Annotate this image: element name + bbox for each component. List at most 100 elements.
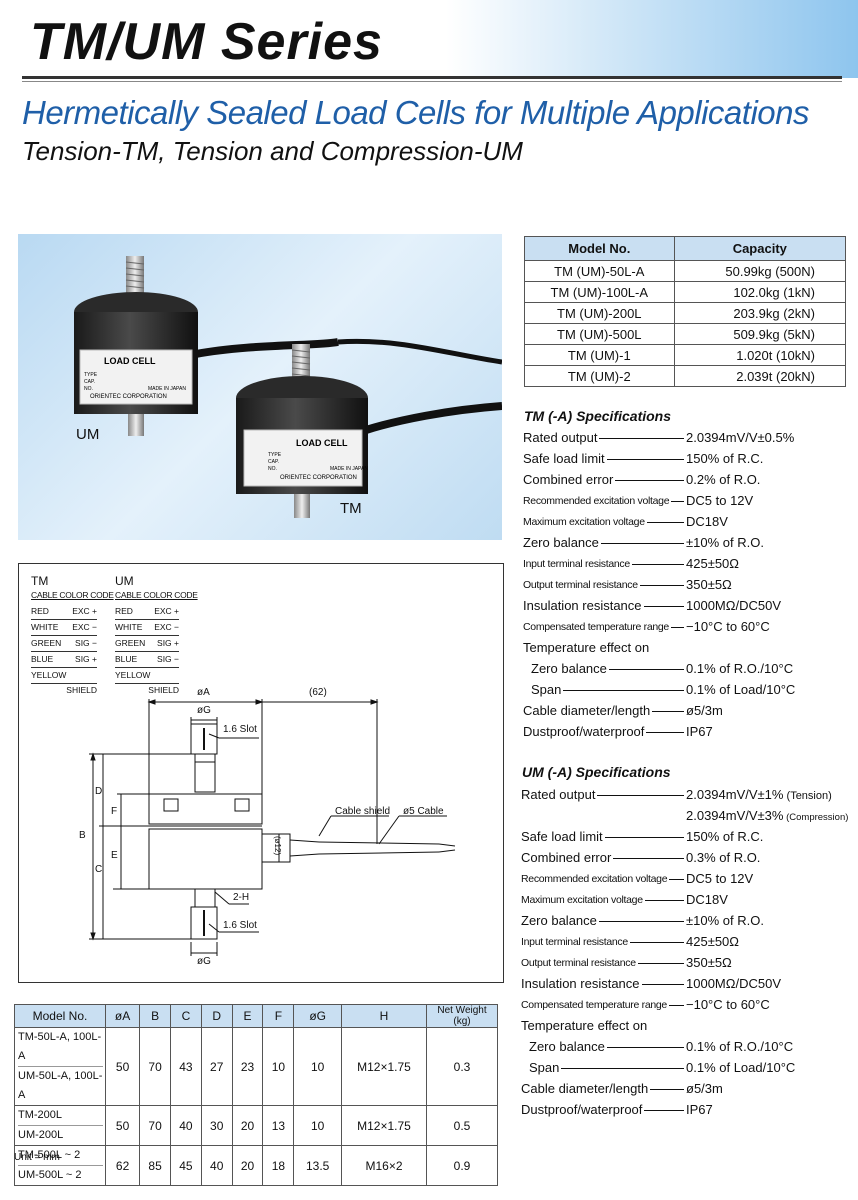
dim-label-c: C: [95, 864, 103, 875]
capacity-cell: 102.0kg (1kN): [673, 281, 847, 303]
value-cell: 20: [231, 1145, 264, 1186]
um-specs-heading: UM (-A) Specifications: [522, 764, 671, 780]
um-no-field: NO.: [84, 386, 93, 392]
spec-label: Combined error: [523, 470, 616, 490]
um-label-text: LOAD CELL: [104, 356, 156, 366]
spec-label: Dustproof/waterproof: [523, 722, 647, 742]
spec-label: Safe load limit: [523, 449, 607, 469]
spec-value: ±10% of R.O.: [686, 913, 764, 928]
dim-label-a: øA: [197, 687, 210, 698]
capacity-cell: 1.020t (10kN): [673, 344, 847, 366]
spec-value: 0.1% of Load/10°C: [686, 1060, 796, 1075]
col-weight: Net Weight (kg): [426, 1004, 498, 1028]
spec-label: Dustproof/waterproof: [521, 1100, 645, 1120]
value-cell: 0.3: [426, 1027, 498, 1106]
cable-diameter-label: ø5 Cable: [403, 806, 444, 817]
spec-label: Input terminal resistance: [521, 932, 630, 952]
spec-row: Compensated temperature range−10°C to 60…: [521, 995, 856, 1015]
leader-line: [531, 795, 684, 796]
spec-value: 2.0394mV/V±3% (Compression): [686, 808, 849, 823]
model-name: UM-500L ~ 2: [18, 1169, 82, 1181]
spec-label: Cable diameter/length: [521, 1079, 651, 1099]
spec-note: (Tension): [783, 790, 832, 802]
spec-value: 0.2% of R.O.: [686, 472, 761, 487]
model-cell: TM (UM)-200L: [524, 302, 675, 324]
um-maker: ORIENTEC CORPORATION: [90, 394, 167, 400]
tm-label-text: LOAD CELL: [296, 438, 348, 448]
spec-row: 2.0394mV/V±3% (Compression): [521, 806, 856, 826]
um-code-subtitle: CABLE COLOR CODE: [115, 590, 198, 600]
model-name: TM-200L: [18, 1106, 103, 1126]
leader-line: [533, 543, 684, 544]
spec-row: Temperature effect on: [523, 638, 856, 658]
spec-value: 1000MΩ/DC50V: [686, 976, 781, 991]
value-cell: 13: [262, 1105, 295, 1146]
load-cell-illustration: LOAD CELL TYPE CAP. NO. MADE IN JAPAN OR…: [74, 256, 502, 518]
value-cell: M12×1.75: [341, 1105, 427, 1146]
spec-row: Temperature effect on: [521, 1016, 856, 1036]
spec-label: Span: [529, 1058, 562, 1078]
spec-value: 2.0394mV/V±1% (Tension): [686, 787, 832, 802]
um-made-in: MADE IN JAPAN: [148, 386, 186, 392]
leader-line: [531, 921, 684, 922]
spec-value: ±10% of R.O.: [686, 535, 764, 550]
spec-value: DC18V: [686, 514, 728, 529]
col-b: B: [139, 1004, 171, 1028]
spec-row: Rated output 2.0394mV/V±1% (Tension): [521, 785, 856, 805]
spec-label: Insulation resistance: [521, 974, 642, 994]
value-cell: 30: [200, 1105, 233, 1146]
spec-value: DC5 to 12V: [686, 493, 754, 508]
spec-row: Zero balance 0.1% of R.O./10°C: [531, 659, 856, 679]
spec-value: 150% of R.C.: [686, 829, 764, 844]
dimension-table: Model No. øA B C D E F øG H Net Weight (…: [14, 1004, 498, 1186]
spec-value: 2.0394mV/V±0.5%: [686, 430, 795, 445]
dim-label-f: F: [111, 806, 118, 817]
value-cell: 45: [169, 1145, 202, 1186]
spec-value: 1000MΩ/DC50V: [686, 598, 781, 613]
spec-value: 0.1% of R.O./10°C: [686, 661, 794, 676]
page-subtitle: Hermetically Sealed Load Cells for Multi…: [22, 94, 810, 131]
capacity-cell: 50.99kg (500N): [673, 260, 847, 282]
col-d: D: [200, 1004, 233, 1028]
spec-label: Cable diameter/length: [523, 701, 653, 721]
value-cell: 70: [139, 1105, 171, 1146]
tm-photo-label: TM: [340, 500, 362, 517]
col-e: E: [231, 1004, 264, 1028]
model-name: UM-50L-A, 100L-A: [18, 1070, 103, 1101]
dim-label-phi12: (ø12): [273, 836, 282, 856]
tm-maker: ORIENTEC CORPORATION: [280, 475, 357, 481]
spec-label: Zero balance: [523, 533, 601, 553]
dim-label-slot-bottom: 1.6 Slot: [223, 920, 257, 931]
spec-label: Span: [531, 680, 564, 700]
spec-row: Insulation resistance 1000MΩ/DC50V: [523, 596, 856, 616]
spec-label: Zero balance: [531, 659, 609, 679]
tm-no-field: NO.: [268, 466, 277, 472]
title-rule: [22, 76, 842, 79]
spec-label: Insulation resistance: [523, 596, 644, 616]
spec-label: Maximum excitation voltage: [523, 512, 647, 532]
leader-line: [539, 1068, 684, 1069]
leader-line: [541, 690, 684, 691]
spec-label: Rated output: [521, 785, 598, 805]
cable-shield-label: Cable shield: [335, 806, 391, 817]
spec-row: Zero balance ±10% of R.O.: [523, 533, 856, 553]
drawing-svg: [89, 699, 456, 956]
